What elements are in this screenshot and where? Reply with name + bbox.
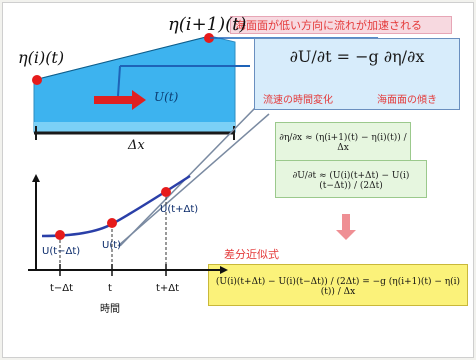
difference-caption: 差分近似式 (224, 248, 279, 261)
eta-gradient-equation: ∂η/∂x ≈ (η(i+1)(t) − η(i)(t)) / Δx (279, 133, 407, 153)
water-lower-band (34, 122, 235, 134)
momentum-equation-box: ∂U/∂t = −g ∂η/∂x 流速の時間変化 海面面の傾き (254, 38, 460, 110)
label-eta-right: η(i+1)(t) (168, 14, 247, 35)
tick-label-right: t+Δt (156, 283, 180, 294)
x-axis-arrow (220, 266, 228, 274)
velocity-change-caption: 流速の時間変化 (263, 95, 333, 106)
label-u-t: U(t) (102, 240, 122, 251)
label-eta-left: η(i)(t) (18, 48, 65, 67)
sea-surface-line (33, 35, 211, 81)
slope-caption: 海面面の傾き (377, 95, 437, 106)
top-caption: 海面面が低い方向に流れが加速される (230, 16, 452, 34)
point-eta-left (32, 75, 42, 85)
connector-line (117, 65, 121, 97)
velocity-derivative-equation: ∂U/∂t ≈ (U(i)(t+Δt) − U(i)(t−Δt)) / (2Δt… (292, 171, 410, 191)
tick-label-left: t−Δt (50, 283, 74, 294)
label-u-t-minus: U(t−Δt) (42, 246, 81, 257)
point-u-t-plus (161, 187, 171, 197)
point-u-t (107, 218, 117, 228)
velocity-derivative-box: ∂U/∂t ≈ (U(i)(t+Δt) − U(i)(t−Δt)) / (2Δt… (275, 160, 427, 198)
y-axis-arrow (32, 174, 40, 182)
label-delta-x: Δx (128, 138, 145, 153)
label-u-t-plus: U(t+Δt) (160, 204, 199, 215)
tick-label-center: t (108, 283, 112, 294)
momentum-equation: ∂U/∂t = −g ∂η/∂x (289, 47, 425, 66)
flow-arrow (94, 90, 146, 110)
point-eta-right (204, 33, 214, 43)
label-velocity: U(t) (154, 90, 179, 104)
final-equation: (U(i)(t+Δt) − U(i)(t−Δt)) / (2Δt) = −g (… (215, 277, 461, 297)
eta-gradient-box: ∂η/∂x ≈ (η(i+1)(t) − η(i)(t)) / Δx (275, 122, 411, 162)
final-equation-box: (U(i)(t+Δt) − U(i)(t−Δt)) / (2Δt) = −g (… (208, 264, 468, 306)
down-arrow-shape (336, 214, 356, 240)
diag-line-2 (117, 113, 270, 247)
point-u-t-minus (55, 230, 65, 240)
down-arrow (336, 214, 356, 240)
time-label: 時間 (100, 304, 120, 315)
